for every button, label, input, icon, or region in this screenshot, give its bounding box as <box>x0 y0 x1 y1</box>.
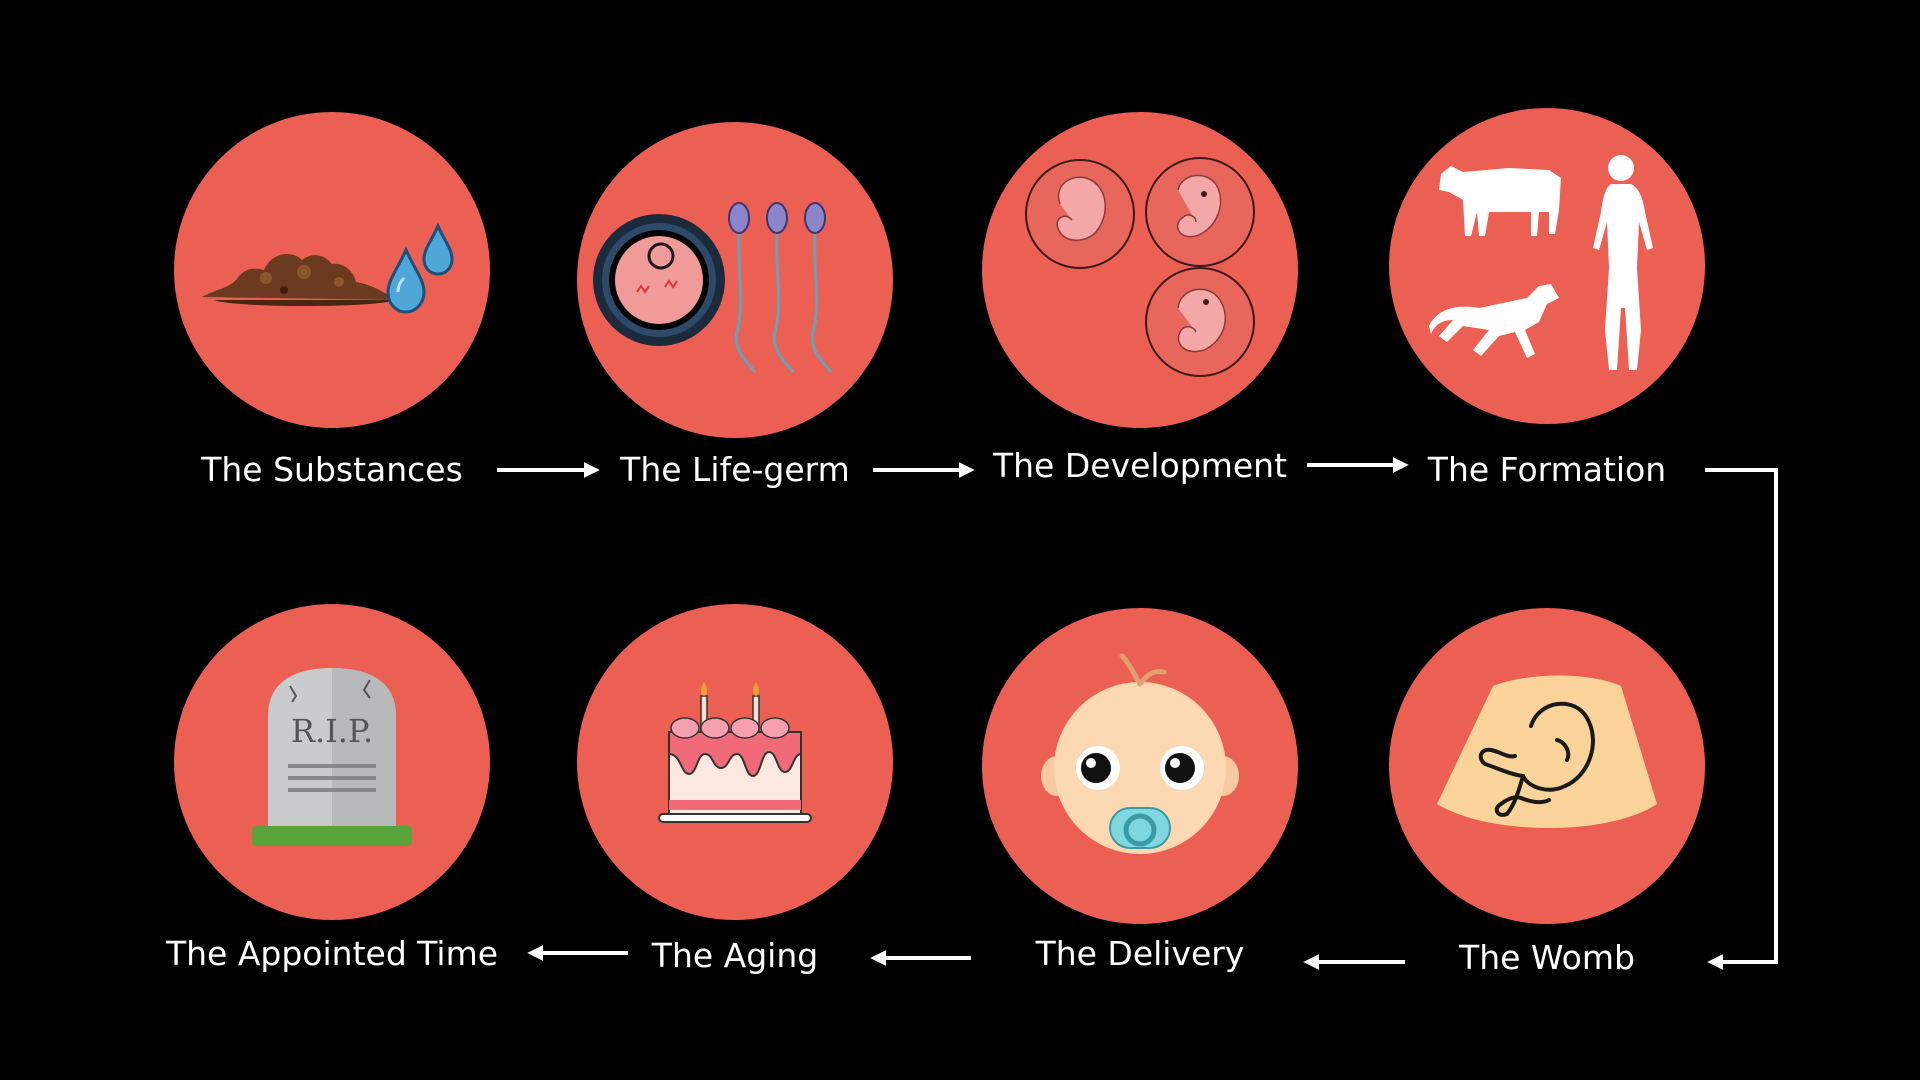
stage-label: The Life-germ <box>515 450 955 490</box>
stage-label: The Substances <box>112 450 552 490</box>
stage-aging: The Aging <box>577 604 893 920</box>
stage-label: The Development <box>920 446 1360 486</box>
stage-circle <box>982 608 1298 924</box>
stage-formation: The Formation <box>1389 108 1705 424</box>
stage-circle <box>174 112 490 428</box>
stage-circle <box>577 604 893 920</box>
tombstone-icon: R.I.P. <box>174 604 490 920</box>
stage-label: The Womb <box>1327 938 1767 978</box>
stage-life-germ: The Life-germ <box>577 122 893 438</box>
ultrasound-fetus-icon <box>1389 608 1705 924</box>
egg-and-sperm-icon <box>577 122 893 438</box>
stage-appointed-time: R.I.P. The Appointed Time <box>174 604 490 920</box>
stage-circle <box>1389 108 1705 424</box>
birthday-cake-icon <box>577 604 893 920</box>
embryo-stages-icon <box>982 112 1298 428</box>
stage-label: The Aging <box>515 936 955 976</box>
stage-circle: R.I.P. <box>174 604 490 920</box>
stage-circle <box>982 112 1298 428</box>
stage-label: The Delivery <box>920 934 1360 974</box>
stage-label: The Formation <box>1327 450 1767 490</box>
stage-womb: The Womb <box>1389 608 1705 924</box>
stage-circle <box>1389 608 1705 924</box>
tombstone-text: R.I.P. <box>291 712 373 750</box>
stage-label: The Appointed Time <box>112 934 552 974</box>
soil-and-water-drops-icon <box>174 112 490 428</box>
animals-and-human-silhouette-icon <box>1389 108 1705 424</box>
arrow-formation-to-womb <box>1705 470 1776 962</box>
stage-substances: The Substances <box>174 112 490 428</box>
baby-with-pacifier-icon <box>982 608 1298 924</box>
stage-development: The Development <box>982 112 1298 428</box>
stage-circle <box>577 122 893 438</box>
stage-delivery: The Delivery <box>982 608 1298 924</box>
